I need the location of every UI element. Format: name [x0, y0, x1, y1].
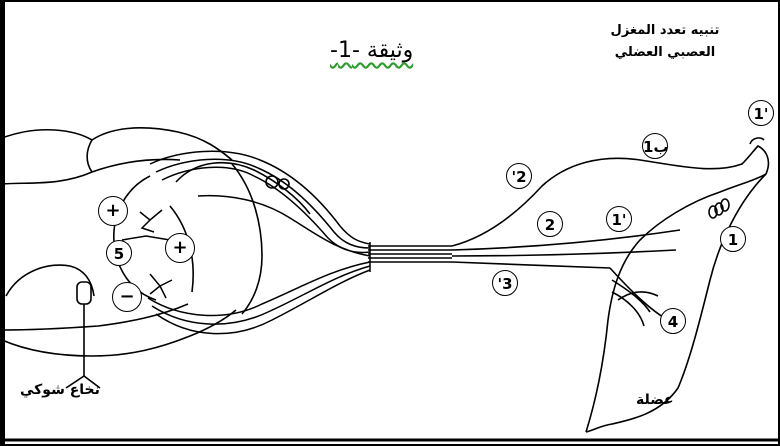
marker-5: 5	[106, 240, 132, 266]
inhibitory-synapse-marker: −	[112, 282, 142, 312]
document-title: وثيقة -1-	[330, 38, 413, 63]
spinal-cord-label: نخاع شوكي	[20, 382, 100, 398]
marker-2-top: '2	[506, 163, 532, 189]
excitatory-synapse-mid-marker: +	[165, 233, 195, 263]
marker-1-tip: 1'	[748, 100, 774, 126]
marker-3: '3	[492, 270, 518, 296]
marker-4: 4	[660, 308, 686, 334]
title-text: وثيقة -1-	[330, 38, 413, 63]
marker-2-mid: 2	[537, 211, 563, 237]
excitatory-synapse-top-marker: +	[98, 196, 128, 226]
marker-1b: 1ب	[642, 133, 668, 159]
stimulation-label: تنبيه تعدد المغزل العصبي العضلي	[600, 20, 730, 64]
marker-1-right: 1	[720, 226, 746, 252]
muscle-label: عضلة	[636, 392, 674, 408]
marker-1-mid: 1'	[606, 206, 632, 232]
